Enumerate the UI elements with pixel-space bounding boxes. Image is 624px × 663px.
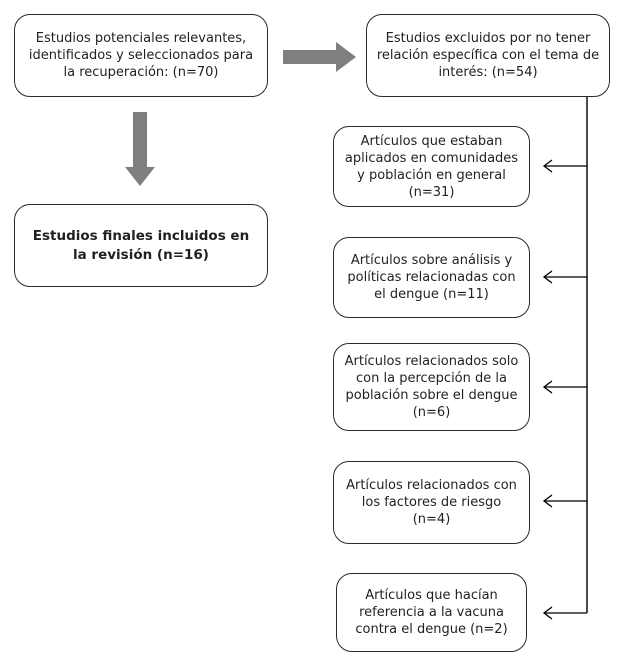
identified-studies-box: Estudios potenciales relevantes, identif… (14, 14, 268, 97)
arrow-to-risk (542, 494, 587, 508)
perception-articles-text: Artículos relacionados solo con la perce… (344, 354, 519, 420)
excluded-studies-box: Estudios excluidos por no tener relación… (366, 14, 610, 97)
vaccine-articles-text: Artículos que hacían referencia a la vac… (355, 588, 508, 637)
final-studies-text: Estudios finales incluidos en la revisió… (32, 227, 250, 263)
community-articles-box: Artículos que estaban aplicados en comun… (333, 126, 530, 207)
excluded-studies-text: Estudios excluidos por no tener relación… (376, 31, 600, 80)
arrow-to-community (542, 159, 587, 173)
arrow-to-analysis (542, 270, 587, 284)
analysis-articles-box: Artículos sobre análisis y políticas rel… (333, 237, 530, 318)
analysis-articles-text: Artículos sobre análisis y políticas rel… (347, 253, 516, 302)
vaccine-articles-box: Artículos que hacían referencia a la vac… (336, 573, 527, 652)
community-articles-text: Artículos que estaban aplicados en comun… (344, 133, 519, 200)
perception-articles-box: Artículos relacionados solo con la perce… (333, 343, 530, 431)
arrow-to-perception (542, 380, 587, 394)
risk-articles-text: Artículos relacionados con los factores … (346, 478, 517, 527)
risk-articles-box: Artículos relacionados con los factores … (333, 461, 530, 544)
identified-studies-text: Estudios potenciales relevantes, identif… (28, 31, 254, 80)
arrow-to-final (125, 112, 155, 186)
arrow-to-excluded (283, 42, 356, 72)
final-studies-box: Estudios finales incluidos en la revisió… (14, 204, 268, 287)
arrow-to-vaccine (542, 606, 587, 620)
